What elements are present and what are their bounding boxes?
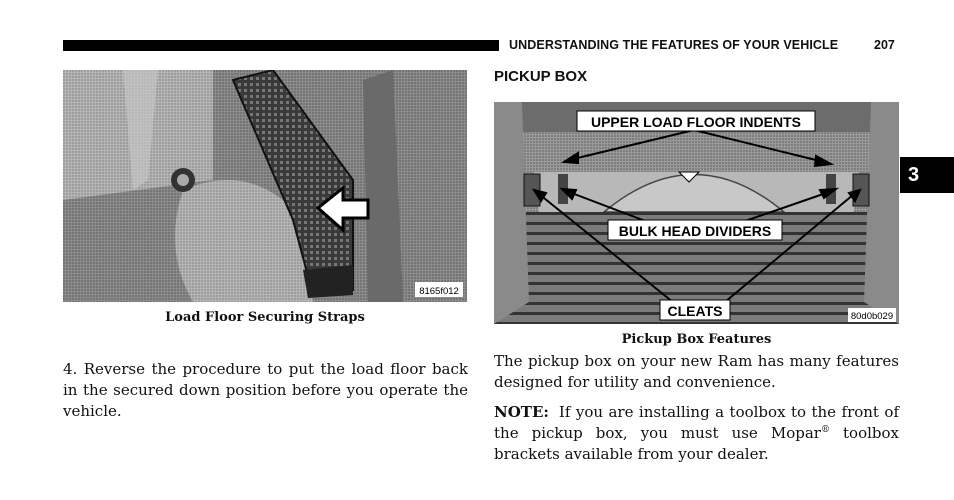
straps-image-code: 8165f012 (419, 286, 459, 297)
note-text-end: toolbox brackets available from your dea… (494, 424, 899, 463)
callout-bulk-head-dividers: BULK HEAD DIVIDERS (619, 223, 771, 239)
callout-cleats: CLEATS (668, 303, 723, 319)
load-floor-straps-photo: 8165f012 (63, 70, 467, 302)
page-number: 207 (874, 38, 895, 52)
header-rule (63, 40, 499, 51)
note-paragraph: NOTE:If you are installing a toolbox to … (494, 402, 899, 465)
note-text: If you are installing a toolbox to the f… (494, 403, 899, 442)
pickup-figure-caption: Pickup Box Features (621, 332, 772, 347)
pickup-intro-text: The pickup box on your new Ram has many … (494, 352, 899, 391)
chapter-tab: 3 (900, 157, 954, 193)
registered-mark: ® (820, 425, 830, 435)
pickup-box-photo: UPPER LOAD FLOOR INDENTS BULK HEAD DIVID… (494, 102, 899, 324)
callout-upper-load-floor-indents: UPPER LOAD FLOOR INDENTS (591, 114, 801, 130)
straps-figure-caption: Load Floor Securing Straps (165, 310, 365, 325)
note-label: NOTE: (494, 403, 549, 421)
pickup-image-code: 80d0b029 (851, 311, 893, 322)
step-4-text: 4. Reverse the procedure to put the load… (63, 360, 468, 420)
running-head: UNDERSTANDING THE FEATURES OF YOUR VEHIC… (509, 38, 839, 52)
section-title: PICKUP BOX (494, 68, 588, 85)
